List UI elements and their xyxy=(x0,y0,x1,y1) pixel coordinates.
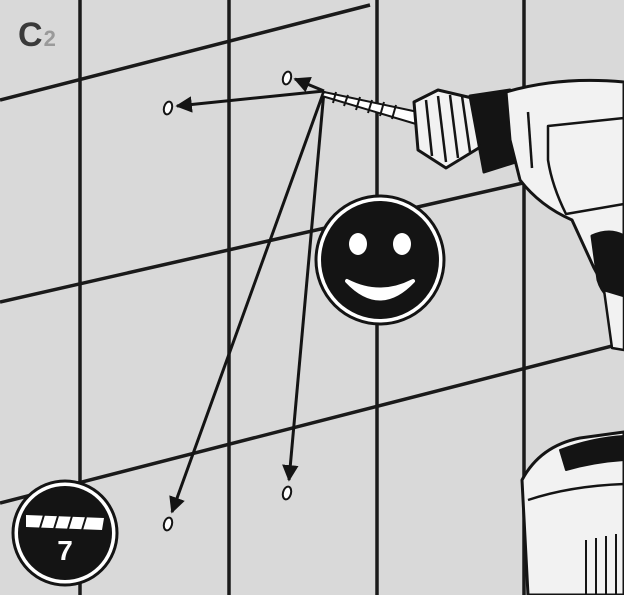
drill-hole xyxy=(162,516,174,532)
drill-battery xyxy=(520,430,624,595)
smiley-mouth xyxy=(345,279,415,301)
arrow-to-hole xyxy=(293,77,325,93)
drill-bit-icon xyxy=(11,479,119,587)
marking-arrows xyxy=(169,77,326,514)
smiley-face-icon xyxy=(314,194,446,326)
step-letter: C xyxy=(18,16,43,54)
arrow-to-hole xyxy=(175,89,325,113)
arrow-to-hole xyxy=(169,90,326,514)
drill-trigger xyxy=(590,230,624,306)
drill-hole xyxy=(162,100,174,116)
power-drill-illustration xyxy=(412,78,624,595)
drill-hole xyxy=(281,70,293,86)
step-label: C2 xyxy=(18,18,56,52)
drill-bit-size: 7 xyxy=(57,535,73,566)
arrow-to-hole xyxy=(282,90,326,482)
smiley-eye-right xyxy=(393,233,411,255)
drill-holes xyxy=(162,70,293,532)
grout-horizontal xyxy=(0,3,371,102)
grout-horizontal xyxy=(0,341,624,505)
drill-hole xyxy=(281,485,293,501)
step-number: 2 xyxy=(43,26,56,51)
smiley-eye-left xyxy=(349,233,367,255)
